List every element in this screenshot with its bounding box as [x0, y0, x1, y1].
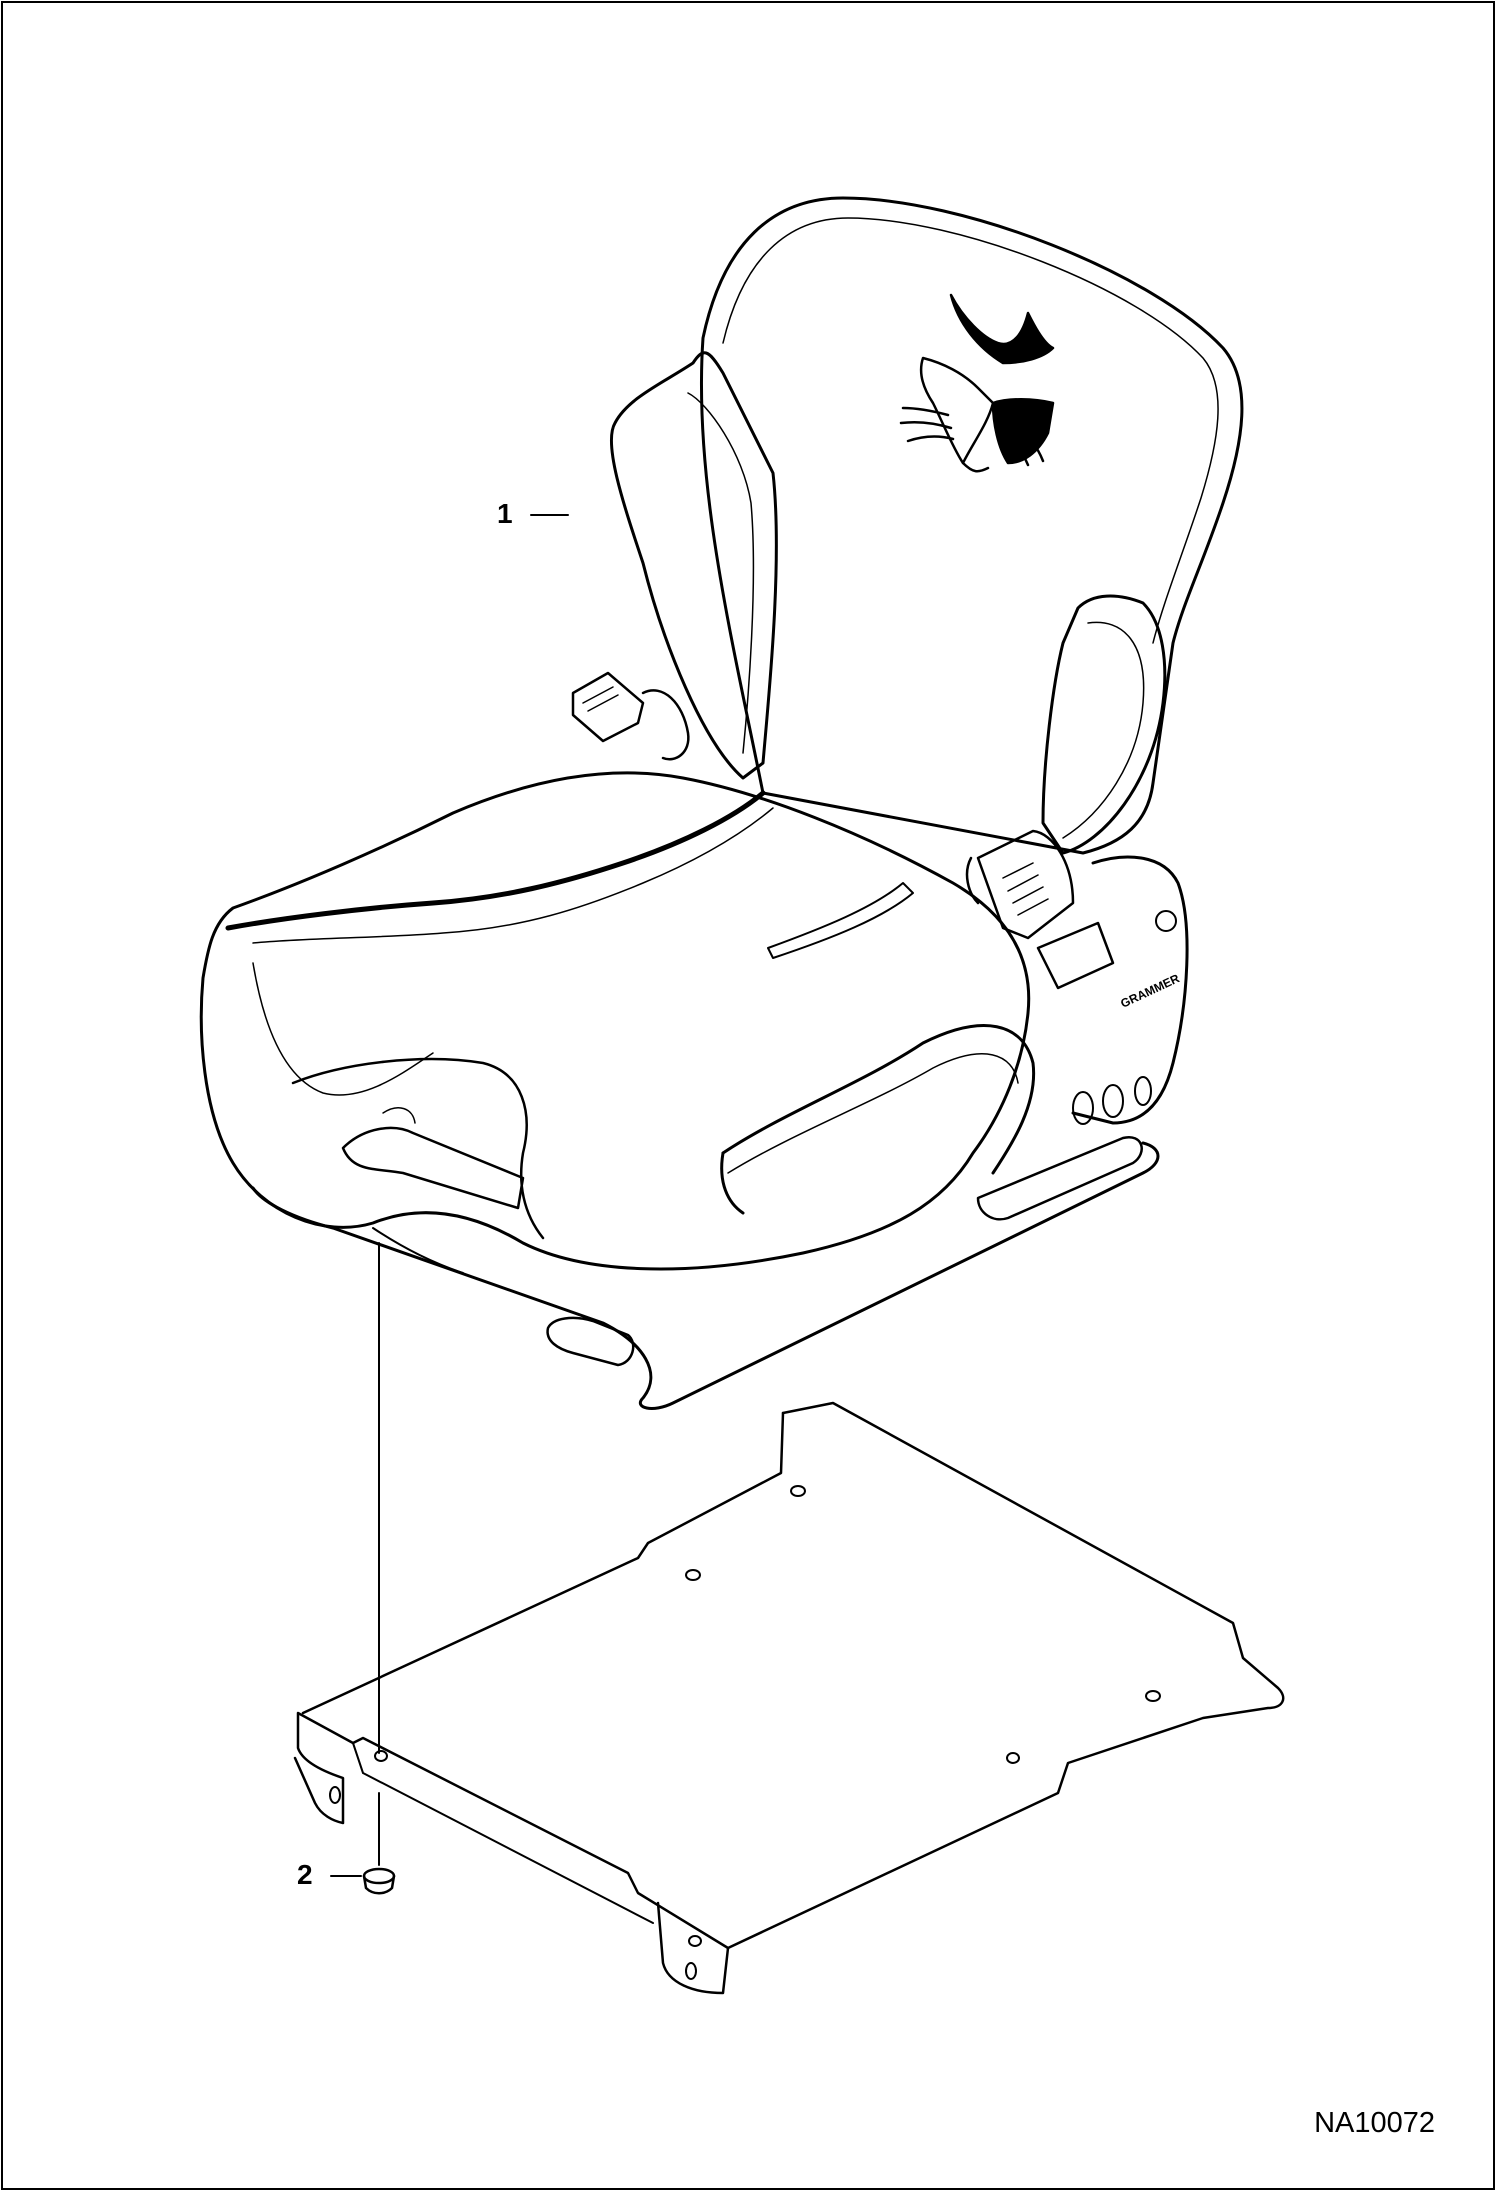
figure-id: NA10072: [1314, 2107, 1435, 2139]
left-seat-belt-buckle: [571, 671, 690, 761]
front-latch: [546, 1316, 635, 1367]
exploded-view-drawing: GRAMMER: [199, 196, 1285, 1995]
svg-text:GRAMMER: GRAMMER: [1118, 971, 1182, 1011]
seat-assembly[interactable]: GRAMMER: [199, 196, 1244, 1410]
backrest-left-bolster: [609, 351, 778, 780]
backrest-inner-seam: [722, 217, 1219, 644]
mounting-plate[interactable]: [293, 1401, 1285, 1995]
seat-piping: [225, 790, 766, 931]
right-seat-belt-buckle: [965, 829, 1075, 940]
backrest-shell: [699, 196, 1244, 855]
bobcat-head-logo: [899, 293, 1055, 473]
flange-nut[interactable]: [362, 1867, 396, 1895]
plate-outline: [293, 1401, 1285, 1950]
adjustment-lever: [341, 1107, 525, 1210]
backrest-right-bolster: [1041, 594, 1167, 855]
suspension-housing: [1071, 855, 1189, 1125]
callout-1: 1: [497, 498, 513, 529]
seat-base-rail: [251, 1141, 1160, 1410]
callout-2: 2: [297, 1859, 313, 1890]
seat-cushion: [199, 771, 1031, 1271]
